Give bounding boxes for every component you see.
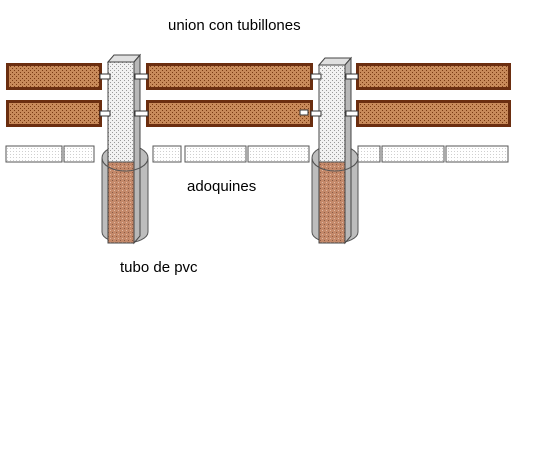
paver <box>445 145 509 163</box>
paver <box>357 145 381 163</box>
label-pvc-pipe: tubo de pvc <box>120 259 198 276</box>
pavers-row <box>5 145 509 163</box>
dowel <box>310 110 322 117</box>
paver <box>184 145 247 163</box>
dowel <box>134 73 149 80</box>
paver <box>63 145 95 163</box>
pvc-pipe-left-rim <box>101 157 149 172</box>
pvc-pipe-right-rim <box>311 157 359 172</box>
dowel <box>99 73 111 80</box>
paver <box>247 145 310 163</box>
dowel <box>345 73 359 80</box>
dowel <box>99 110 111 117</box>
beams-row-bottom <box>6 100 511 127</box>
dowel <box>310 73 322 80</box>
dowel <box>299 109 309 116</box>
dowel <box>345 110 359 117</box>
post-right <box>317 56 353 245</box>
diagram-title: union con tubillones <box>168 17 301 34</box>
paver <box>381 145 445 163</box>
label-pavers: adoquines <box>187 178 257 195</box>
beams-row-top <box>6 63 511 90</box>
dowel <box>134 110 149 117</box>
paver <box>5 145 63 163</box>
post-left <box>106 53 142 245</box>
paver <box>152 145 182 163</box>
dowels <box>99 73 359 117</box>
